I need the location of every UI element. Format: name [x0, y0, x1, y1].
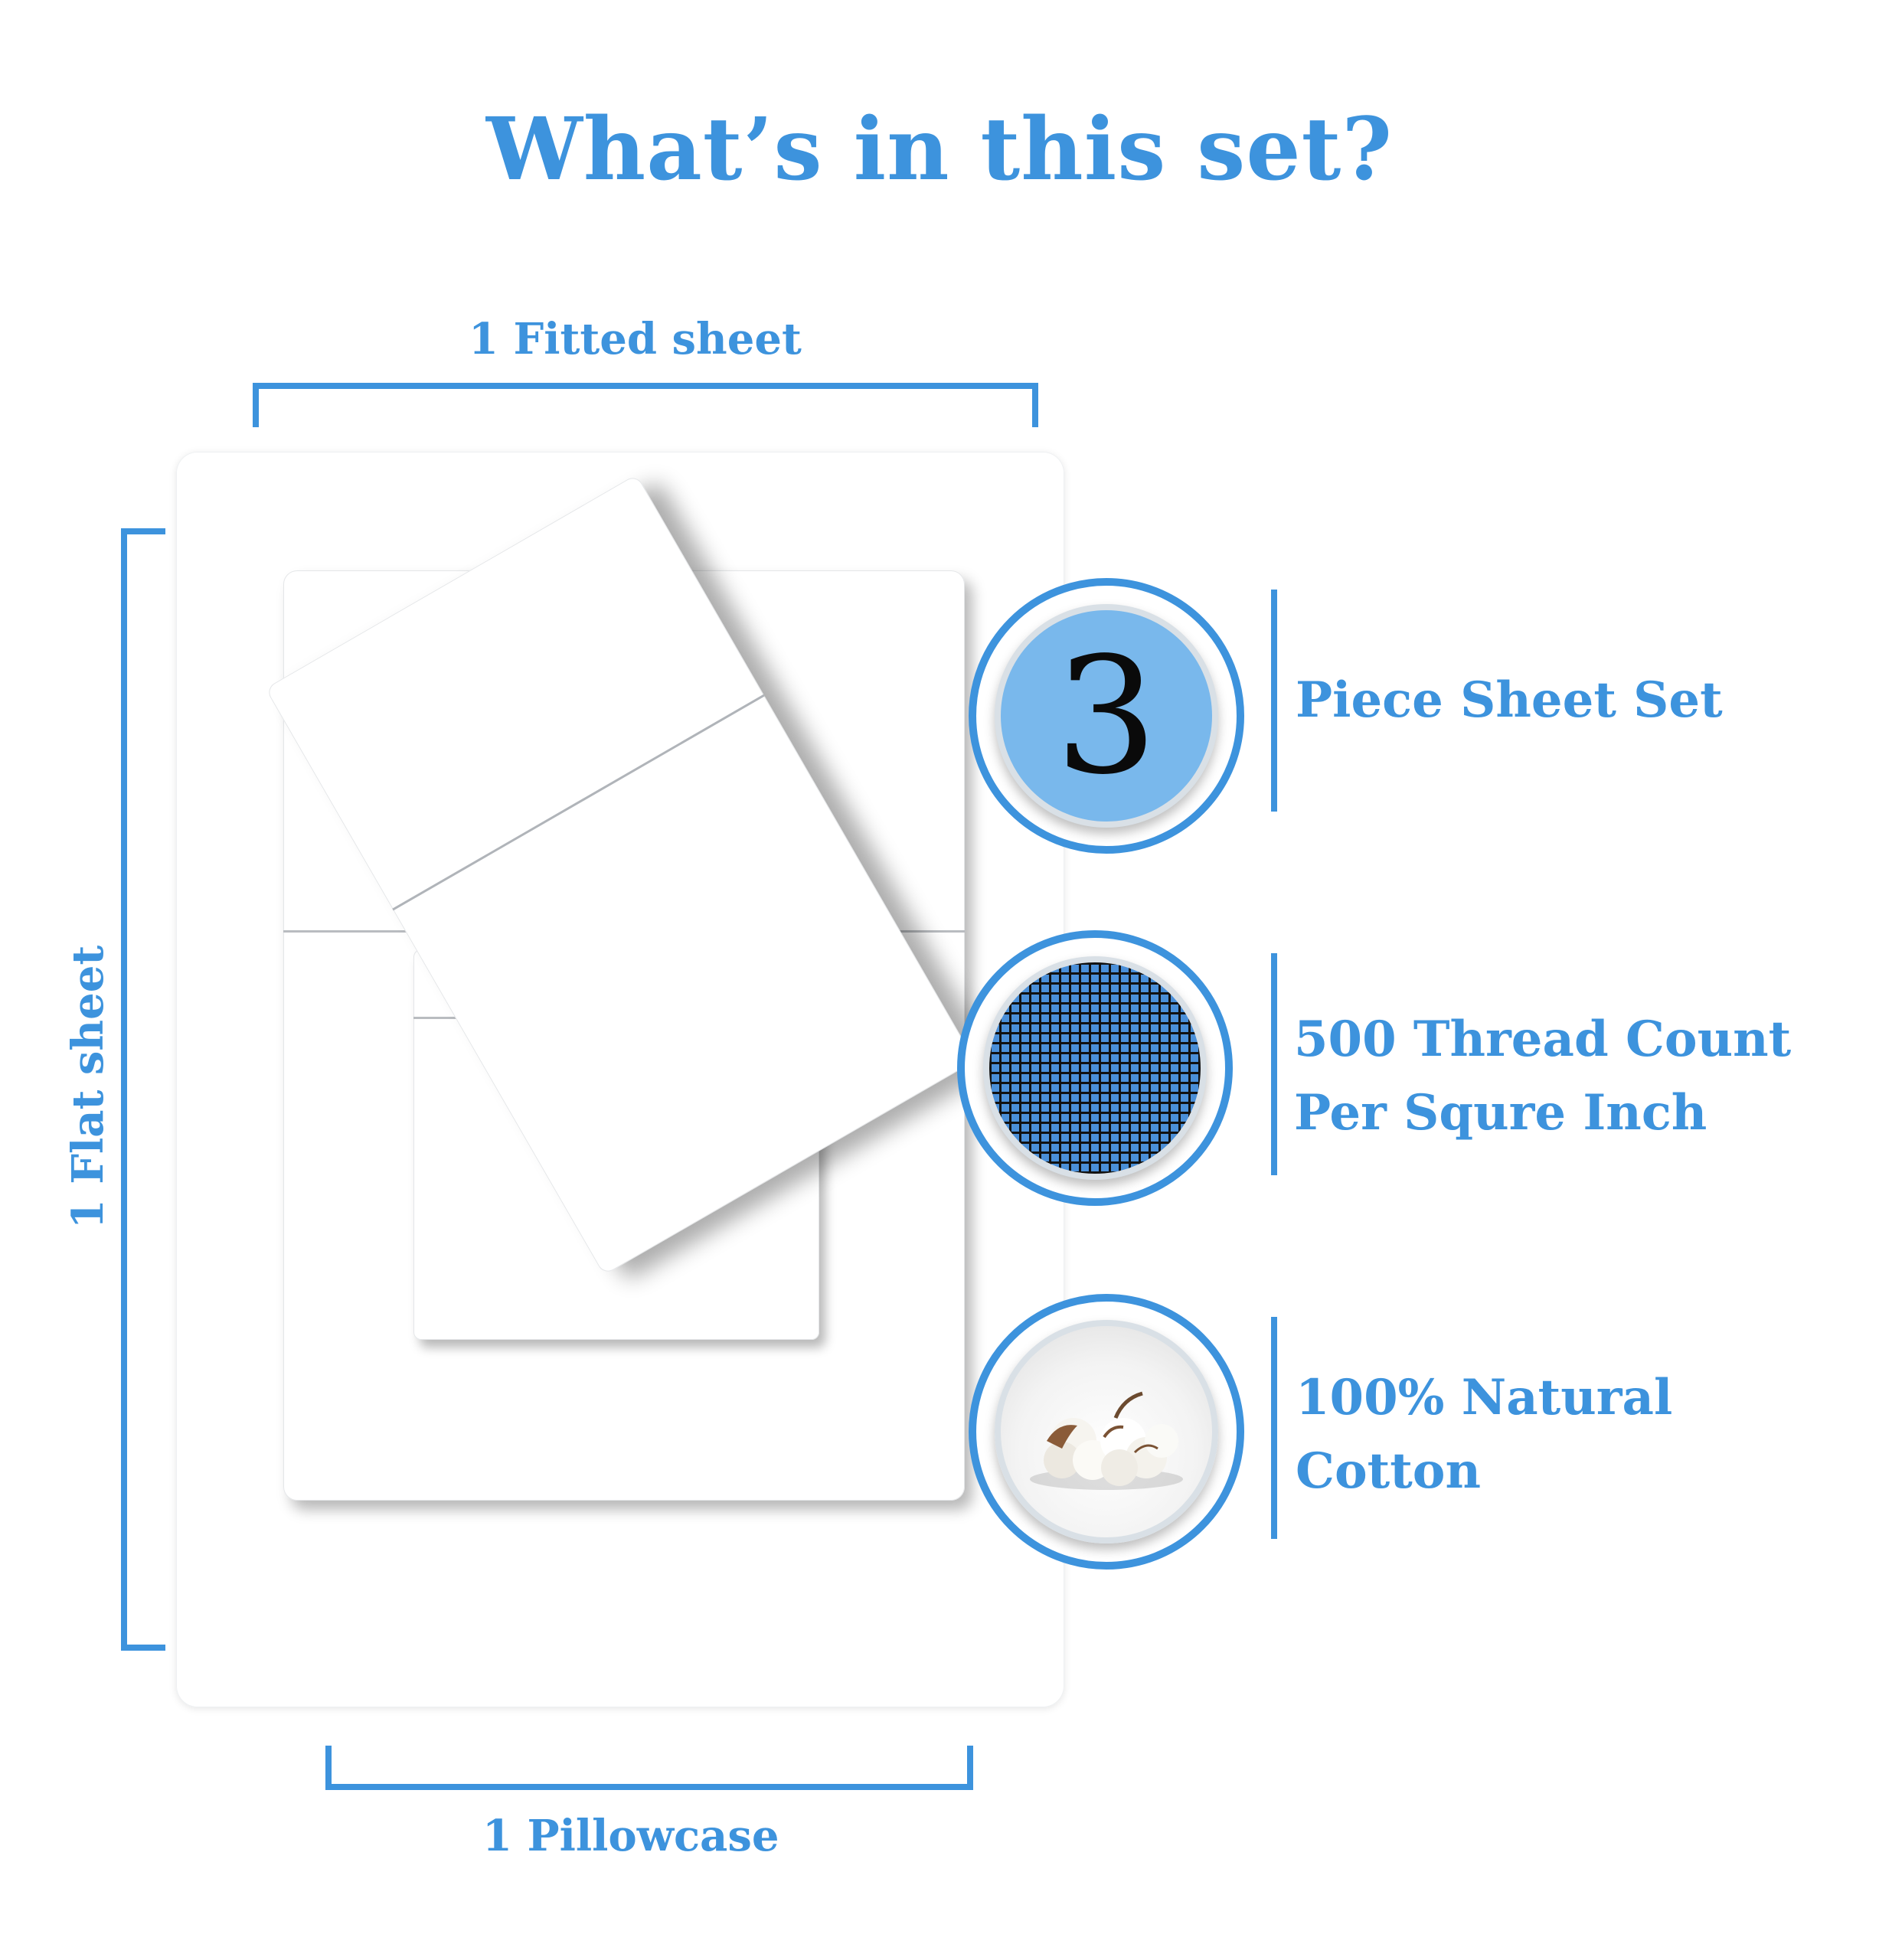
piece-count-value: 3: [1055, 622, 1158, 810]
fitted-sheet-label: 1 Fitted sheet: [469, 314, 802, 364]
feature-divider: [1271, 953, 1277, 1175]
thread-count-badge: [957, 930, 1233, 1206]
cotton-boll-icon: [995, 1320, 1218, 1544]
cotton-text-line1: 100% Natural: [1296, 1369, 1673, 1426]
feature-divider: [1271, 1317, 1277, 1539]
piece-set-text: Piece Sheet Set: [1296, 671, 1723, 729]
thread-weave-icon: [983, 956, 1207, 1180]
cotton-badge: [969, 1294, 1244, 1570]
cotton-text-line2: Cotton: [1296, 1442, 1481, 1500]
piece-count-badge: 3: [969, 578, 1244, 854]
number-badge-icon: 3: [995, 604, 1218, 828]
pillowcase-label: 1 Pillowcase: [482, 1811, 779, 1861]
thread-count-text-line2: Per Squre Inch: [1294, 1084, 1707, 1142]
flat-sheet-label: 1 Flat sheet: [63, 945, 113, 1230]
fitted-sheet-bracket: [253, 383, 1038, 427]
pillowcase-hem: [392, 694, 765, 911]
feature-divider: [1271, 590, 1277, 812]
thread-count-text-line1: 500 Thread Count: [1294, 1011, 1792, 1068]
page-title: What’s in this set?: [486, 100, 1393, 200]
pillowcase-bracket: [325, 1746, 973, 1790]
flat-sheet-bracket: [121, 528, 165, 1651]
